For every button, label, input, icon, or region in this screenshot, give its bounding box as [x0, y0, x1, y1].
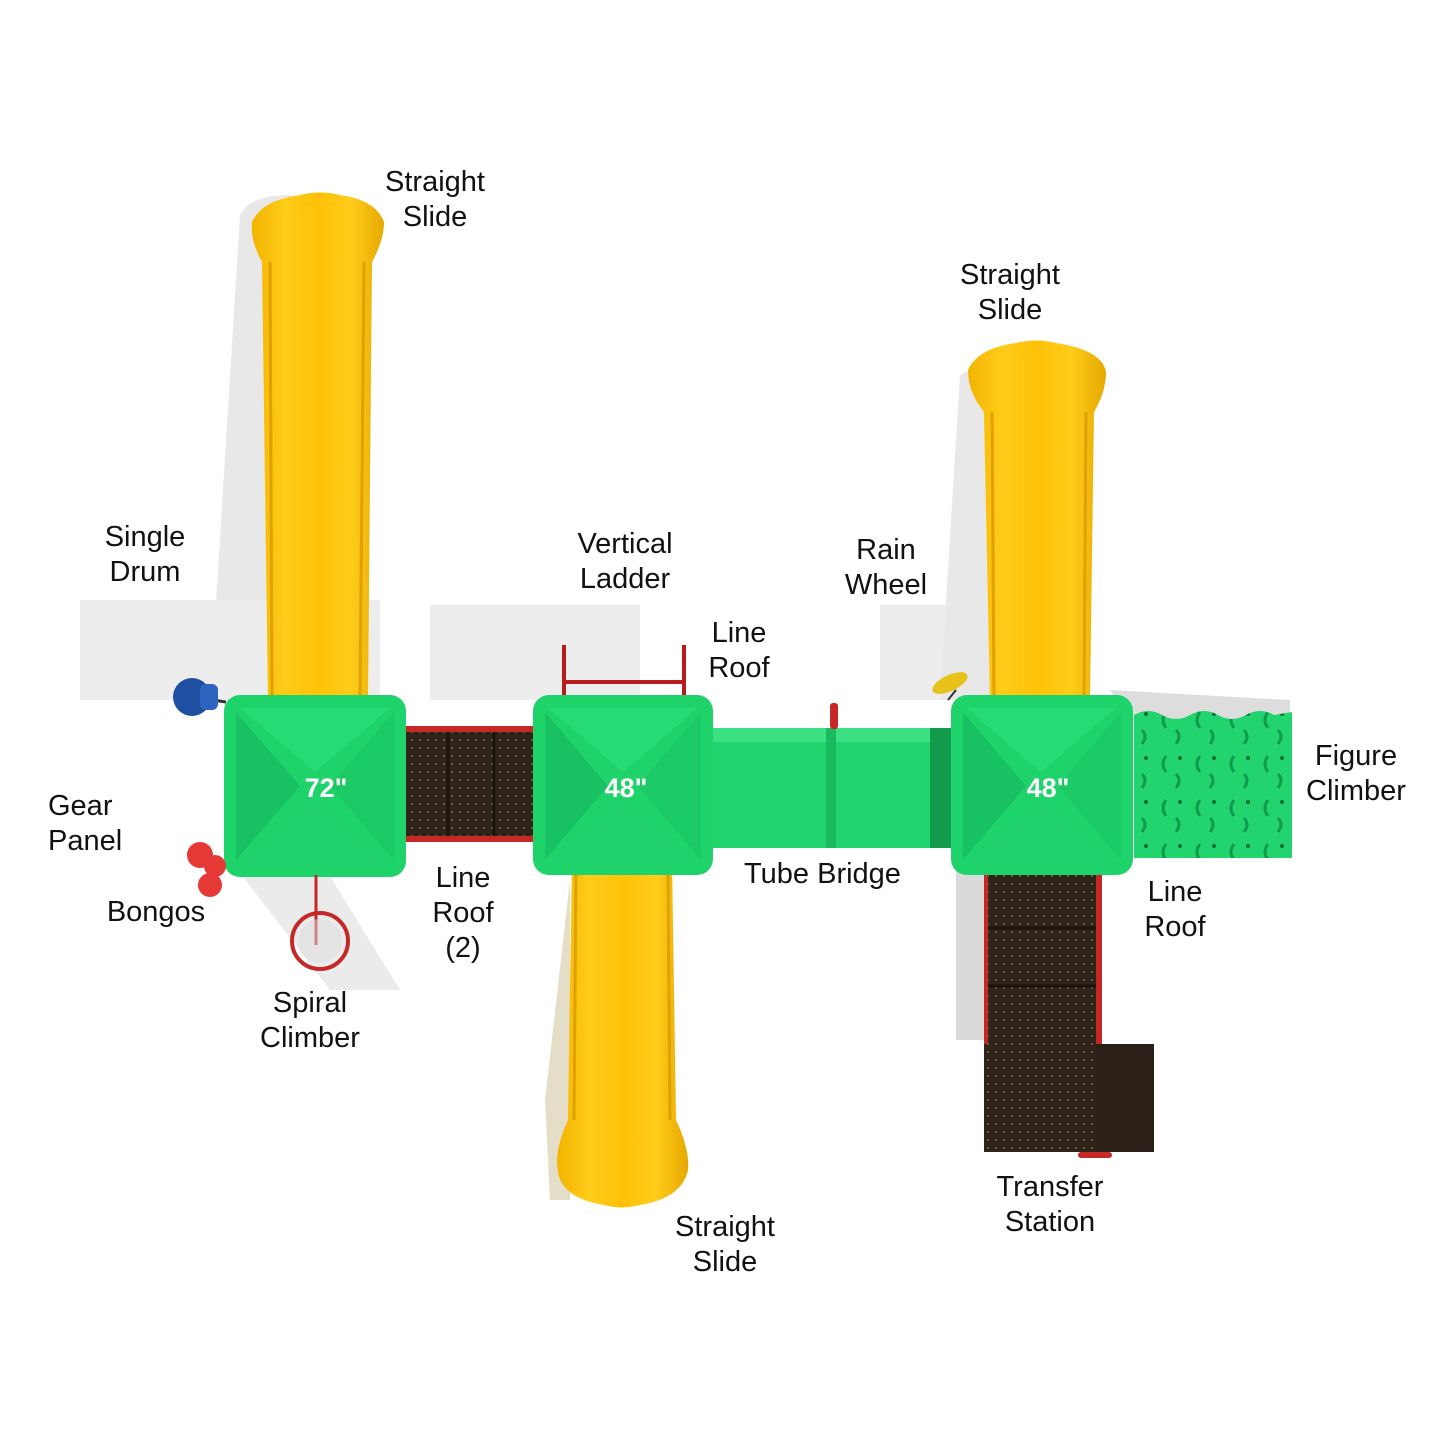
label-bongos: Bongos — [106, 896, 206, 928]
deck-roof-72: 72" — [224, 695, 406, 877]
label-spiral-climber: Spiral Climber — [260, 987, 360, 1054]
label-straight-slide-top-left: Straight Slide — [385, 166, 485, 233]
straight-slide-top-left — [251, 192, 384, 701]
deck-roof-48-center: 48" — [533, 695, 713, 875]
label-line-roof-right: Line Roof — [1144, 876, 1206, 943]
transfer-station — [956, 870, 1154, 1158]
straight-slide-top-right — [968, 340, 1106, 701]
label-transfer-station: Transfer Station — [996, 1171, 1104, 1238]
label-figure-climber: Figure Climber — [1306, 740, 1406, 807]
spiral-climber — [290, 875, 350, 971]
label-rain-wheel: Rain Wheel — [844, 534, 928, 601]
rain-wheel — [932, 672, 968, 701]
deck-height-72: 72" — [305, 773, 348, 803]
tube-bridge — [708, 703, 958, 848]
figure-climber — [1134, 711, 1292, 858]
label-straight-slide-bottom: Straight Slide — [675, 1211, 775, 1278]
deck-height-48-right: 48" — [1027, 773, 1070, 803]
vertical-ladder — [562, 645, 686, 700]
single-drum — [173, 678, 227, 716]
label-tube-bridge: Tube Bridge — [744, 858, 901, 890]
label-single-drum: Single Drum — [104, 521, 186, 588]
straight-slide-bottom — [557, 860, 689, 1208]
deck-height-48-center: 48" — [605, 773, 648, 803]
deck-roof-48-right: 48" — [951, 695, 1133, 875]
label-vertical-ladder: Vertical Ladder — [577, 528, 673, 595]
label-gear-panel: Gear Panel — [48, 790, 123, 857]
label-straight-slide-top-right: Straight Slide — [960, 259, 1060, 326]
label-line-roof-2: Line Roof (2) — [432, 862, 494, 964]
line-roof-2-deck — [404, 726, 536, 842]
bongos — [187, 842, 226, 897]
label-line-roof-center: Line Roof — [708, 617, 770, 684]
